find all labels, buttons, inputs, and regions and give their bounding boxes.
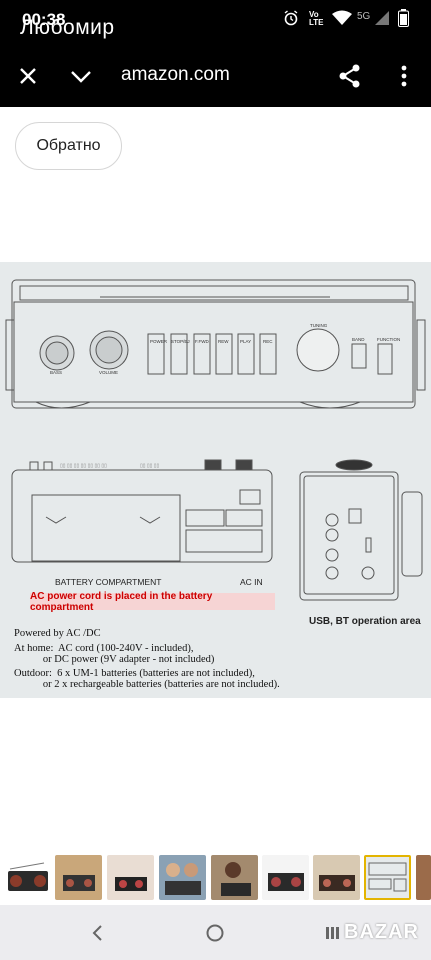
stop-label: STOP/EJ — [171, 339, 190, 344]
thumbnail-strip — [0, 851, 431, 905]
thumbnail-8-selected[interactable] — [364, 855, 411, 900]
more-vert-icon[interactable] — [388, 60, 420, 92]
ffwd-label: F.FWD — [195, 339, 209, 344]
ac-in-label: AC IN — [240, 577, 263, 587]
ac-notice: AC power cord is placed in the battery c… — [30, 591, 275, 613]
rew-label: REW — [218, 339, 229, 344]
bazar-watermark: BAZAR — [344, 921, 419, 943]
bass-label: BASS — [50, 370, 62, 375]
battery-compartment-label: BATTERY COMPARTMENT — [55, 577, 162, 587]
usb-bt-label: USB, BT operation area — [309, 616, 421, 627]
spec-line-5: or 2 x rechargeable batteries (batteries… — [14, 679, 280, 690]
spec-line-4: Outdoor: 6 x UM-1 batteries (batteries a… — [14, 668, 255, 679]
spec-line-3: or DC power (9V adapter - not included) — [14, 654, 215, 665]
svg-text:▯▯ ▯▯ ▯▯ ▯▯ ▯▯ ▯▯ ▯▯: ▯▯ ▯▯ ▯▯ ▯▯ ▯▯ ▯▯ ▯▯ — [60, 463, 107, 469]
thumbnail-1[interactable] — [4, 855, 51, 900]
top-bar: Любомир 00:38 Vo LTE 5G amaz — [0, 0, 431, 107]
rec-label: REC — [263, 339, 273, 344]
chevron-down-icon[interactable] — [65, 60, 97, 92]
wifi-icon — [332, 10, 352, 25]
home-nav-icon[interactable] — [201, 919, 229, 947]
back-nav-icon[interactable] — [84, 919, 112, 947]
volume-label: VOLUME — [99, 370, 118, 375]
share-icon[interactable] — [334, 60, 366, 92]
spec-line-2: At home: AC cord (100-240V - included), — [14, 643, 194, 654]
power-label: POWER — [150, 339, 168, 344]
notification-sender: Любомир — [20, 16, 115, 39]
signal-icon — [375, 11, 389, 25]
thumbnail-6[interactable] — [262, 855, 309, 900]
thumbnail-5[interactable] — [211, 855, 258, 900]
tuning-label: TUNING — [310, 323, 328, 328]
thumbnail-2[interactable] — [55, 855, 102, 900]
svg-text:▯▯ ▯▯ ▯▯: ▯▯ ▯▯ ▯▯ — [140, 463, 160, 469]
network-type: 5G — [357, 11, 371, 22]
back-button[interactable]: Обратно — [15, 122, 122, 170]
close-icon[interactable] — [12, 60, 44, 92]
system-navbar: BAZAR — [0, 905, 431, 960]
product-image[interactable]: BASS VOLUME TUNING POWER STOP/EJ F.FWD R… — [0, 262, 431, 698]
thumbnail-4[interactable] — [159, 855, 206, 900]
thumbnail-3[interactable] — [107, 855, 154, 900]
boombox-drawing: BASS VOLUME TUNING POWER STOP/EJ F.FWD R… — [5, 279, 426, 601]
volte-indicator: Vo LTE — [309, 10, 324, 27]
band-label: BAND — [352, 337, 365, 342]
function-label: FUNCTION — [377, 337, 400, 342]
thumbnail-7[interactable] — [313, 855, 360, 900]
play-label: PLAY — [240, 339, 251, 344]
thumbnail-9[interactable] — [416, 855, 431, 900]
browser-toolbar: amazon.com — [0, 52, 431, 98]
battery-icon — [398, 9, 409, 27]
recents-nav-icon[interactable] — [318, 919, 346, 947]
url-text[interactable]: amazon.com — [121, 64, 230, 85]
spec-line-1: Powered by AC /DC — [14, 628, 101, 639]
status-time: 00:38 — [22, 10, 66, 29]
alarm-icon — [284, 10, 298, 26]
